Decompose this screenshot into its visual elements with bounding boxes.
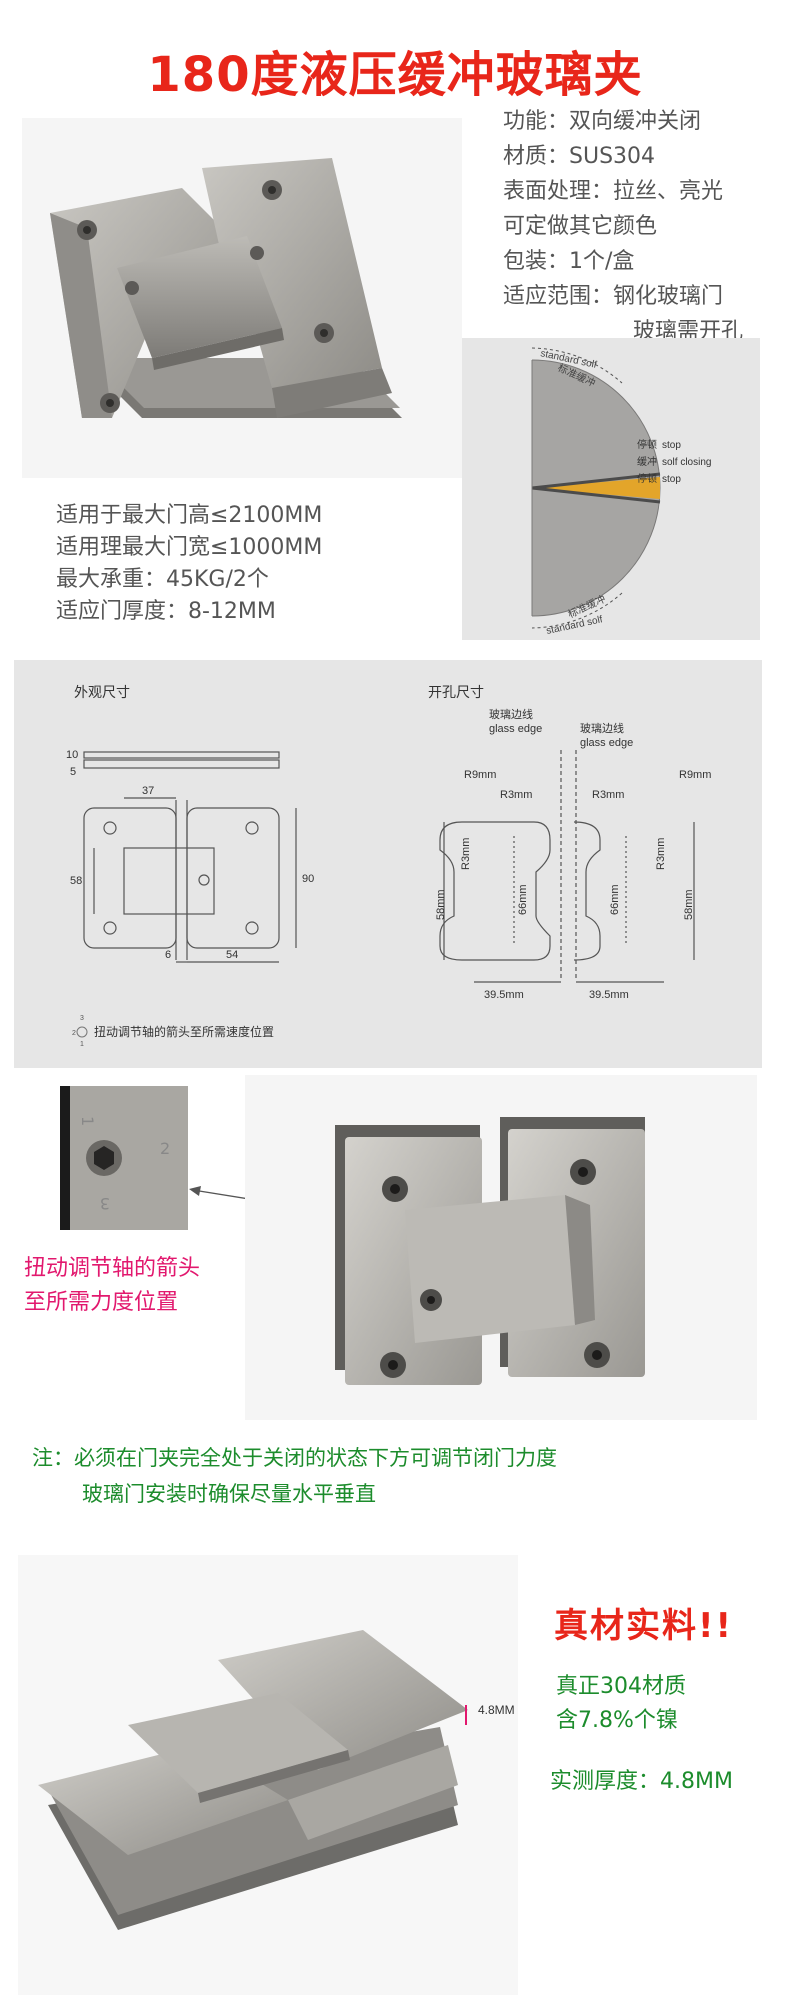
adjust-callout-line1: 扭动调节轴的箭头	[24, 1256, 201, 1281]
r9-left: R9mm	[464, 769, 496, 781]
dim-90: 90	[302, 873, 314, 885]
dim-37: 37	[142, 785, 154, 797]
arc-diagram: standard solf 标准缓冲 停顿 stop 缓冲 solf closi…	[462, 338, 760, 640]
dimension-panel: 外观尺寸 开孔尺寸	[14, 660, 762, 1068]
r3-right: R3mm	[592, 789, 624, 801]
outline-title: 外观尺寸	[74, 685, 130, 701]
adjust-speed-note: 扭动调节轴的箭头至所需速度位置	[94, 1024, 274, 1039]
limit-thickness: 适应门厚度：8-12MM	[56, 599, 276, 624]
arc-closing-cn: 缓冲	[637, 455, 657, 468]
arc-stop1-en: stop	[662, 440, 681, 451]
hinge-photo	[50, 158, 402, 418]
svg-text:1: 1	[78, 1116, 97, 1126]
r3-vert-left: R3mm	[460, 838, 472, 870]
r3-vert-right: R3mm	[655, 838, 667, 870]
h66-left: 66mm	[517, 884, 529, 915]
dim-54: 54	[226, 949, 238, 961]
arc-gauge-icon: standard solf 标准缓冲 停顿 stop 缓冲 solf closi…	[531, 347, 711, 637]
h58-right: 58mm	[683, 889, 695, 920]
dial-number-2: 2	[72, 1030, 76, 1037]
h58-left: 58mm	[435, 889, 447, 920]
r9-right: R9mm	[679, 769, 711, 781]
dim-6: 6	[165, 949, 171, 961]
dial-number-1: 1	[80, 1041, 84, 1048]
hinge-photo-middle	[245, 1075, 757, 1420]
dimension-drawing: 10 5 37 58 90 6 54 玻璃边线 glass edge 玻璃边线 …	[66, 707, 711, 1048]
adjust-callout: 扭动调节轴的箭头 至所需力度位置	[24, 1252, 200, 1320]
spec-material: 材质：SUS304	[503, 144, 656, 169]
adjust-callout-line2: 至所需力度位置	[24, 1290, 179, 1315]
thickness-tag: 4.8MM	[478, 1703, 515, 1717]
arc-stop1-cn: 停顿	[637, 438, 657, 451]
spec-surface: 表面处理：拉丝、亮光	[503, 179, 724, 204]
dim-58: 58	[70, 875, 82, 887]
hex-screw-icon: 1 2 3	[70, 1086, 188, 1230]
hinge-photo	[335, 1117, 645, 1385]
spec-scope: 适应范围：钢化玻璃门	[503, 284, 724, 309]
svg-text:2: 2	[160, 1139, 170, 1158]
glass-edge-cn-2: 玻璃边线	[580, 721, 624, 735]
limit-load: 最大承重：45KG/2个	[56, 567, 269, 592]
cutout-title: 开孔尺寸	[428, 685, 484, 701]
page-title: 180度液压缓冲玻璃夹	[147, 47, 643, 103]
limit-height: 适用于最大门高≤2100MM	[56, 503, 323, 528]
measured-thickness: 实测厚度：4.8MM	[550, 1769, 733, 1794]
spec-function: 功能：双向缓冲关闭	[503, 109, 702, 134]
arc-stop2-cn: 停顿	[637, 472, 657, 485]
dial-icon: 3 2 1	[72, 1015, 88, 1048]
real-material-list: 真正304材质 含7.8%个镍	[556, 1670, 686, 1738]
r3-left: R3mm	[500, 789, 532, 801]
spec-list: 功能：双向缓冲关闭 材质：SUS304 表面处理：拉丝、亮光 可定做其它颜色 包…	[503, 104, 783, 349]
dim-5: 5	[70, 766, 76, 778]
real-material-line1: 真正304材质	[556, 1674, 686, 1699]
glass-edge-en-1: glass edge	[489, 723, 542, 735]
real-material-heading: 真材实料!!	[554, 1606, 734, 1646]
arc-closing-en: solf closing	[662, 457, 711, 468]
svg-text:3: 3	[100, 1194, 110, 1213]
h66-right: 66mm	[609, 884, 621, 915]
dial-closeup-photo: 1 2 3	[60, 1086, 188, 1230]
w395-left: 39.5mm	[484, 989, 524, 1001]
warning-line1: 注：必须在门夹完全处于关闭的状态下方可调节闭门力度	[32, 1446, 557, 1470]
glass-edge-en-2: glass edge	[580, 737, 633, 749]
dim-10: 10	[66, 749, 78, 761]
hinge-photo-bottom: 4.8MM	[18, 1555, 518, 1995]
glass-edge-cn-1: 玻璃边线	[489, 707, 533, 721]
arc-stop2-en: stop	[662, 474, 681, 485]
spec-custom-color: 可定做其它颜色	[503, 214, 658, 239]
limit-width: 适用理最大门宽≤1000MM	[56, 535, 323, 560]
hinge-photo	[38, 1630, 468, 1930]
install-warning: 注：必须在门夹完全处于关闭的状态下方可调节闭门力度 玻璃门安装时确保尽量水平垂直	[32, 1440, 557, 1512]
dial-number-3: 3	[80, 1015, 84, 1022]
limit-list: 适用于最大门高≤2100MM 适用理最大门宽≤1000MM 最大承重：45KG/…	[56, 500, 456, 628]
real-material-line2: 含7.8%个镍	[556, 1708, 678, 1733]
warning-line2: 玻璃门安装时确保尽量水平垂直	[82, 1482, 376, 1506]
w395-right: 39.5mm	[589, 989, 629, 1001]
spec-packaging: 包装：1个/盒	[503, 249, 635, 274]
hinge-photo-top	[22, 118, 462, 478]
